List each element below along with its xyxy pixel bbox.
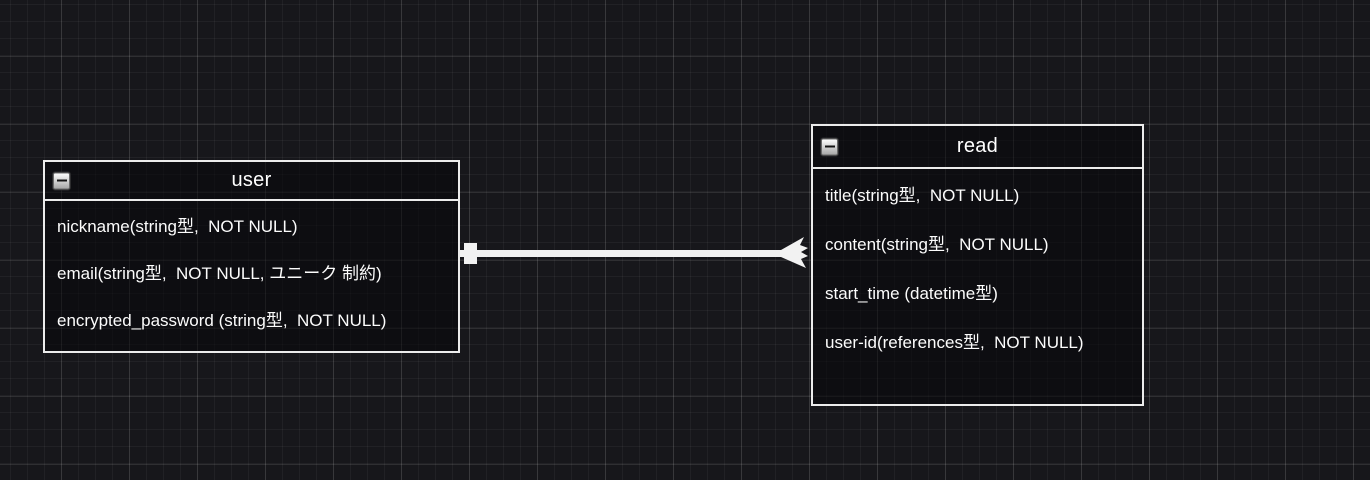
entity-title: read (956, 135, 999, 157)
entity-read-fields: title(string型, NOT NULL) content(string型,… (813, 169, 1142, 365)
entity-user-header: user (45, 162, 458, 201)
field-row: email(string型, NOT NULL, ユニーク 制約) (57, 264, 382, 283)
field-row: title(string型, NOT NULL) (825, 186, 1020, 205)
cardinality-one-marker (464, 243, 477, 264)
entity-read-header: read (813, 126, 1142, 169)
field-row: start_time (datetime型) (825, 284, 998, 303)
field-row: nickname(string型, NOT NULL) (57, 217, 298, 236)
entity-user-fields: nickname(string型, NOT NULL) email(string型… (45, 201, 458, 342)
entity-title: user (231, 169, 272, 191)
crow-foot-many-marker (781, 237, 808, 268)
field-row: content(string型, NOT NULL) (825, 235, 1049, 254)
collapse-button[interactable] (820, 137, 839, 156)
minus-icon (56, 179, 67, 182)
field-row: encrypted_password (string型, NOT NULL) (57, 311, 387, 330)
field-row: user-id(references型, NOT NULL) (825, 333, 1084, 352)
entity-user[interactable]: user nickname(string型, NOT NULL) email(st… (43, 160, 460, 353)
minus-icon (824, 145, 835, 148)
collapse-button[interactable] (52, 171, 71, 190)
entity-read[interactable]: read title(string型, NOT NULL) content(str… (811, 124, 1144, 406)
relationship-line (459, 250, 786, 257)
